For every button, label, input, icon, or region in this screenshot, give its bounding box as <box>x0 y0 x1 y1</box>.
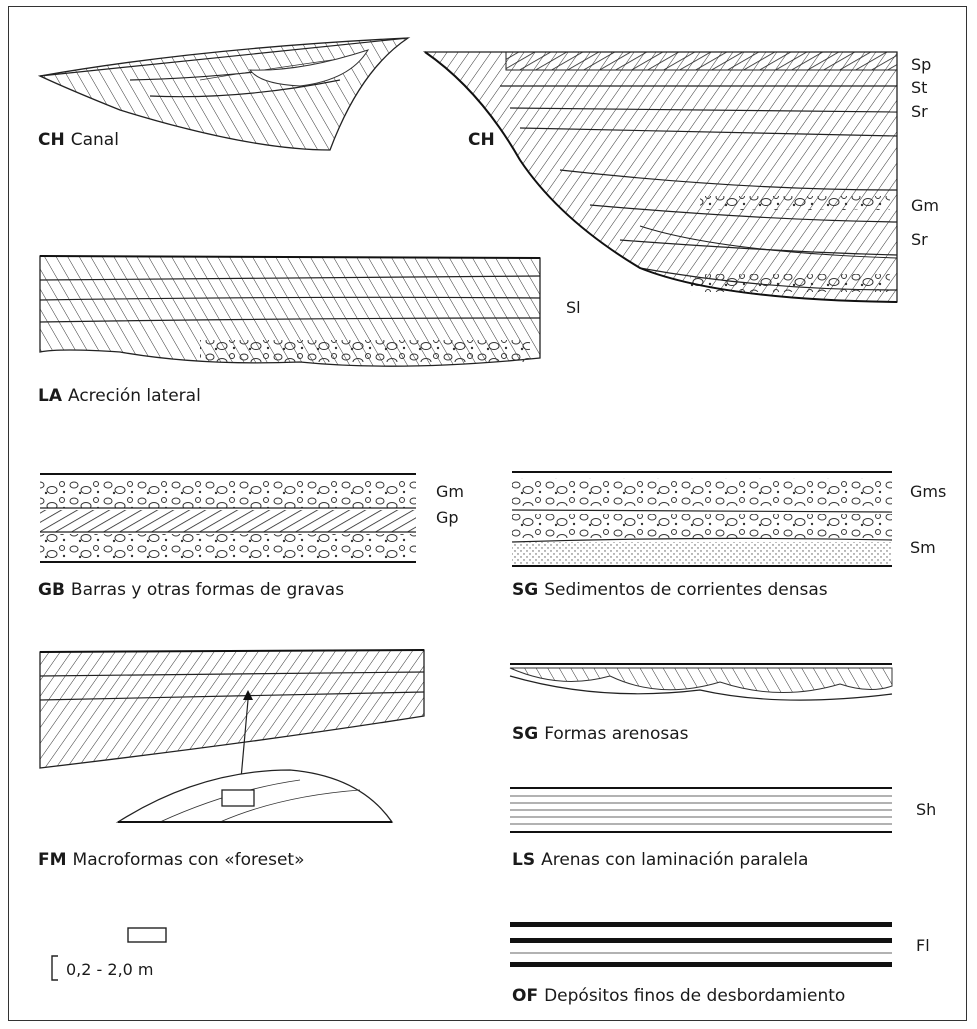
ch-large-caption: CH <box>468 132 501 149</box>
sg-dense-facies-sm: Sm <box>910 540 936 556</box>
ch-facies-sr-bottom: Sr <box>911 232 928 248</box>
gb-facies-gp: Gp <box>436 510 459 526</box>
ch-facies-st: St <box>911 80 927 96</box>
gb-facies-gm: Gm <box>436 484 464 500</box>
of-facies-fl: Fl <box>916 938 930 954</box>
fm-diagram <box>40 650 424 822</box>
ch-facies-sr-top: Sr <box>911 104 928 120</box>
ch-facies-gm: Gm <box>911 198 939 214</box>
ch-facies-sp: Sp <box>911 57 931 73</box>
sg-sand-diagram <box>510 664 892 700</box>
ls-diagram <box>510 788 892 832</box>
sg-dense-facies-gms: Gms <box>910 484 946 500</box>
la-diagram <box>40 256 540 366</box>
la-facies-label: Sl <box>566 300 581 316</box>
scale-label: 0,2 - 2,0 m <box>66 962 154 978</box>
of-diagram <box>510 922 892 967</box>
sg-dense-diagram <box>512 472 892 566</box>
ls-facies-sh: Sh <box>916 802 936 818</box>
gb-diagram <box>40 474 416 562</box>
